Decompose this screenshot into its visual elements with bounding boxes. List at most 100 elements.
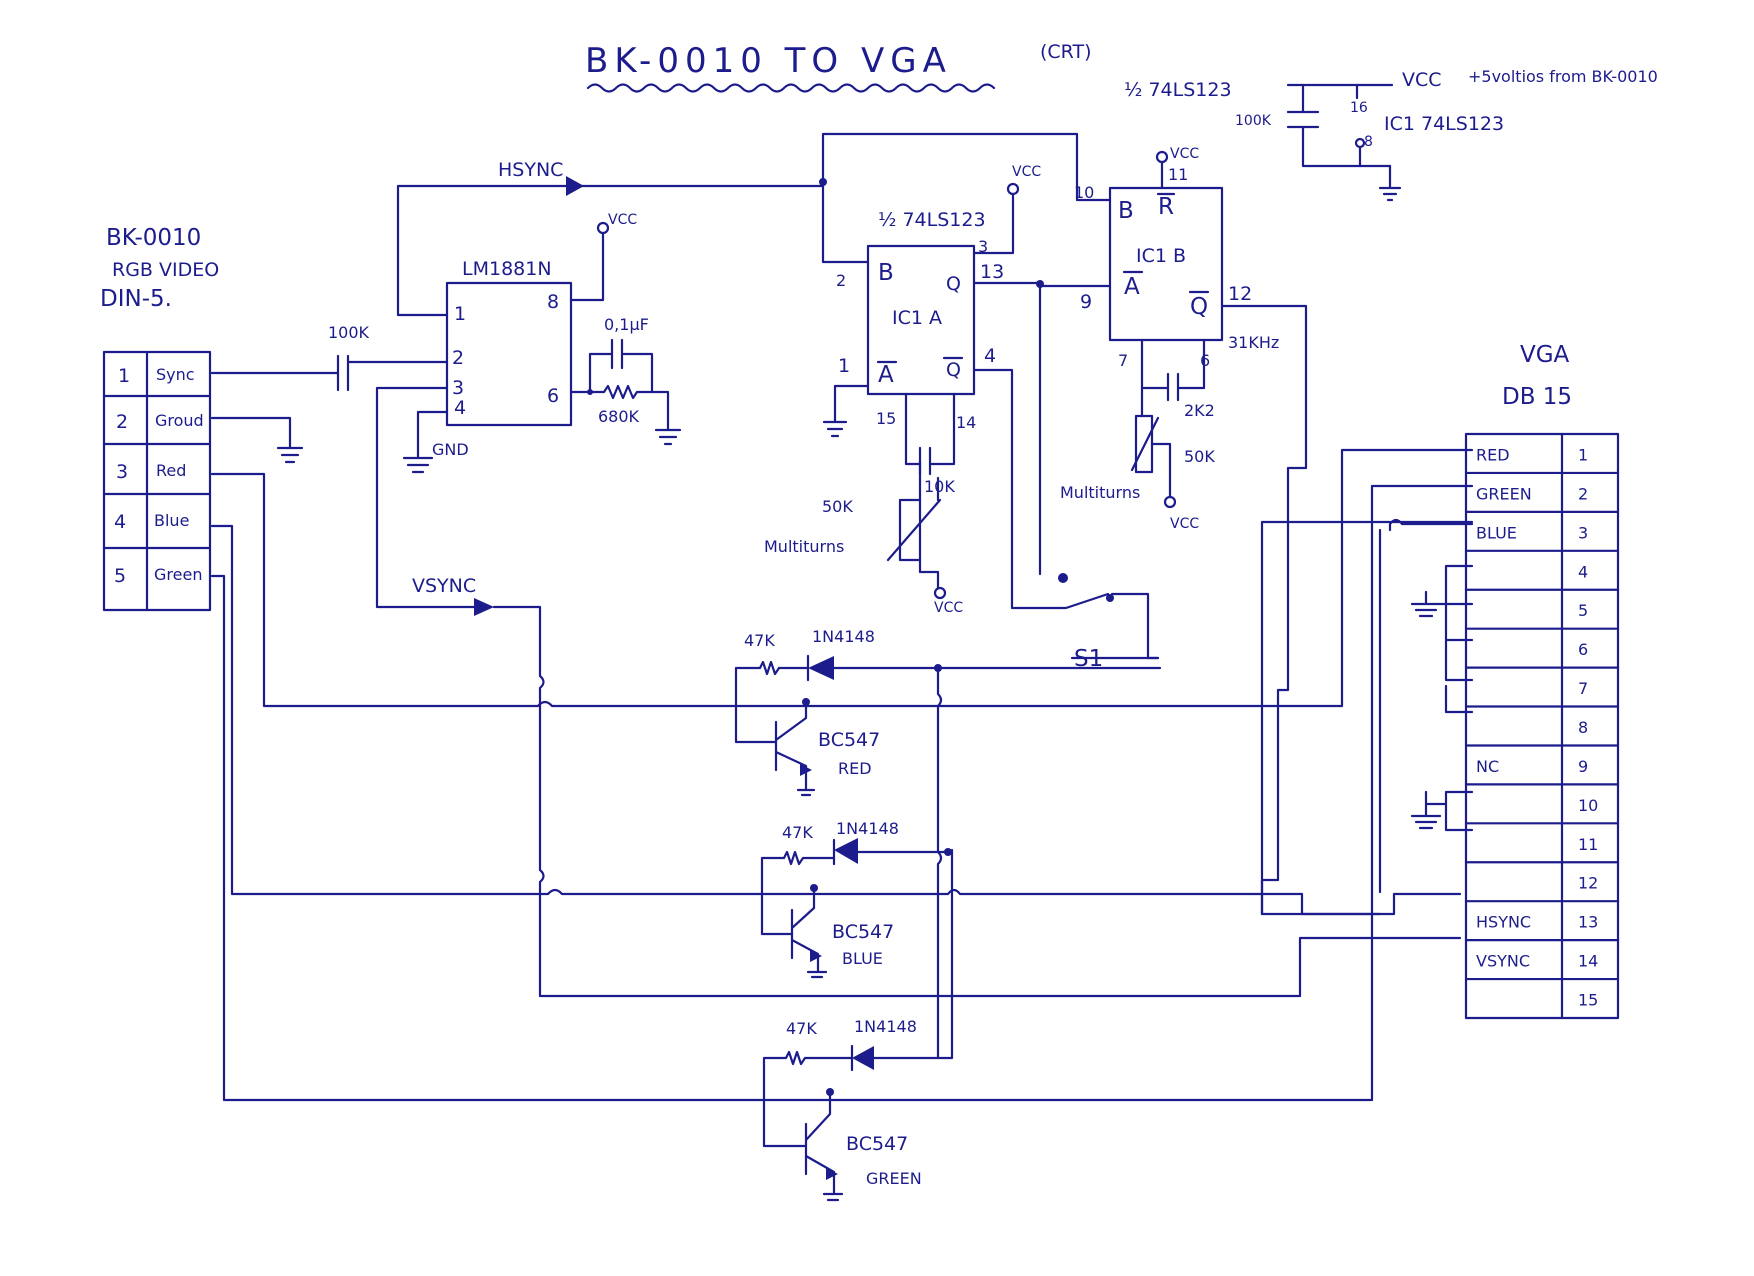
title-block: BK-0010 TO VGA (CRT): [585, 41, 1092, 93]
ic1b-pin7: 7: [1118, 351, 1128, 370]
driver-blue-res: 47K: [782, 823, 813, 842]
ic1a-pin4: 4: [984, 345, 996, 367]
ic1b-cap-label: 2K2: [1184, 401, 1215, 420]
power-pin16: 16: [1350, 100, 1368, 116]
vga-pin-14-name: VSYNC: [1476, 952, 1530, 971]
din-pin-2-name: Groud: [155, 411, 204, 430]
din-pin-3-name: Red: [156, 461, 186, 480]
ic1a-pot-label: 50K: [822, 497, 853, 516]
din-pin-1-name: Sync: [156, 365, 195, 384]
ic1a-name: IC1 A: [892, 307, 942, 329]
ic1b-pin10: 10: [1074, 183, 1094, 202]
lm1881-gnd: GND: [432, 440, 469, 459]
power-ic: IC1 74LS123: [1384, 113, 1504, 135]
lm1881-pin2: 2: [452, 347, 464, 369]
driver-green-transistor: BC547: [846, 1133, 908, 1155]
driver-green-res: 47K: [786, 1019, 817, 1038]
title-suffix: (CRT): [1040, 41, 1092, 63]
vga-pin-12-num: 12: [1578, 874, 1598, 893]
ic1b-part: ½ 74LS123: [1124, 79, 1232, 101]
driver-blue: 47K 1N4148 BC547 BLUE: [760, 819, 952, 979]
vga-pin-13-name: HSYNC: [1476, 913, 1531, 932]
ic1b-name: IC1 B: [1136, 245, 1186, 267]
vga-pin-5-num: 5: [1578, 601, 1588, 620]
vsync-label: VSYNC: [412, 575, 476, 597]
vga-pin-4-num: 4: [1578, 562, 1588, 581]
ic1a-pin2: 2: [836, 271, 846, 290]
din-pin-4-name: Blue: [154, 511, 189, 530]
din-title-1: BK-0010: [106, 225, 201, 251]
driver-red-res: 47K: [744, 631, 775, 650]
ic1a-pin14: 14: [956, 413, 976, 432]
vga-title-1: VGA: [1520, 342, 1570, 368]
ic1a-pot-vcc: VCC: [934, 600, 963, 616]
power-vcc-desc: +5voltios from BK-0010: [1468, 67, 1658, 86]
ic1a-part: ½ 74LS123: [878, 209, 986, 231]
ic1a-pin13: 13: [980, 261, 1004, 283]
ic1b-pot-type: Multiturns: [1060, 483, 1140, 502]
ic1b-chip: ½ 74LS123 IC1 B B R A Q 10 11 9 12 7 6 V…: [1060, 79, 1279, 532]
ic1b-r-bar: R: [1158, 194, 1174, 220]
ic1a-vcc: VCC: [1012, 164, 1041, 180]
driver-blue-color: BLUE: [842, 949, 883, 968]
lm1881-pin6: 6: [547, 385, 559, 407]
ic1a-q: Q: [946, 273, 961, 295]
vga-pin-1-name: RED: [1476, 445, 1510, 464]
driver-red: 47K 1N4148 BC547 RED: [734, 627, 942, 797]
ic1b-freq: 31KHz: [1228, 333, 1279, 352]
vga-pin-1-num: 1: [1578, 445, 1588, 464]
vga-pin-6-num: 6: [1578, 640, 1588, 659]
din-title-2: RGB VIDEO: [112, 259, 219, 281]
vga-pin-14-num: 14: [1578, 952, 1598, 971]
lm1881-vcc: VCC: [608, 212, 637, 228]
title-underline: [586, 83, 996, 93]
vga-title-2: DB 15: [1502, 384, 1572, 410]
vga-pin-3-name: BLUE: [1476, 523, 1517, 542]
vga-pin-8-num: 8: [1578, 718, 1588, 737]
power-cap: 100K: [1235, 113, 1272, 129]
vga-pin-9-name: NC: [1476, 757, 1499, 776]
ic1b-b: B: [1118, 198, 1134, 224]
din-pin-2-num: 2: [116, 411, 128, 433]
din-pin-5-num: 5: [114, 565, 126, 587]
vga-pin-2-num: 2: [1578, 484, 1588, 503]
ic1b-pin12: 12: [1228, 283, 1252, 305]
lm1881-pin4: 4: [454, 397, 466, 419]
ic1b-a-bar: A: [1124, 274, 1140, 300]
vga-pin-3-num: 3: [1578, 523, 1588, 542]
lm1881-pin1: 1: [454, 303, 466, 325]
din-pin-5-name: Green: [154, 565, 202, 584]
vga-pin-9-num: 9: [1578, 757, 1588, 776]
driver-red-color: RED: [838, 759, 872, 778]
ic1a-q-bar: Q: [946, 359, 961, 381]
din5-connector: BK-0010 RGB VIDEO DIN-5. 1 Sync 2 Groud …: [100, 225, 219, 612]
lm1881-pin3: 3: [452, 377, 464, 399]
lm1881-name: LM1881N: [462, 258, 552, 280]
ic1b-pin9: 9: [1080, 291, 1092, 313]
ic1a-pot-type: Multiturns: [764, 537, 844, 556]
ic1a-a-bar: A: [878, 362, 894, 388]
din-pin-4-num: 4: [114, 511, 126, 533]
vga-pin-10-num: 10: [1578, 796, 1598, 815]
input-cap-label: 100K: [328, 323, 370, 342]
lm1881n-chip: LM1881N 1 2 3 4 8 6 VCC GND 100K 0,1µF 6…: [328, 212, 649, 459]
ic1a-cap-label: 10K: [924, 477, 955, 496]
power-vcc: VCC: [1402, 69, 1442, 91]
ic1b-pot-vcc: VCC: [1170, 516, 1199, 532]
vga-pin-13-num: 13: [1578, 913, 1598, 932]
driver-red-transistor: BC547: [818, 729, 880, 751]
driver-green: 47K 1N4148 BC547 GREEN: [762, 848, 954, 1202]
ic1a-pin15: 15: [876, 409, 896, 428]
din-pin-3-num: 3: [116, 461, 128, 483]
ic1a-b: B: [878, 260, 894, 286]
ic1b-q-bar: Q: [1190, 294, 1208, 320]
din-pin-1-num: 1: [118, 365, 130, 387]
driver-green-color: GREEN: [866, 1169, 922, 1188]
power-note: VCC +5voltios from BK-0010 100K 16 IC1 7…: [1235, 67, 1658, 202]
driver-red-diode: 1N4148: [812, 627, 875, 646]
driver-blue-transistor: BC547: [832, 921, 894, 943]
driver-green-diode: 1N4148: [854, 1017, 917, 1036]
vga-pin-11-num: 11: [1578, 835, 1598, 854]
